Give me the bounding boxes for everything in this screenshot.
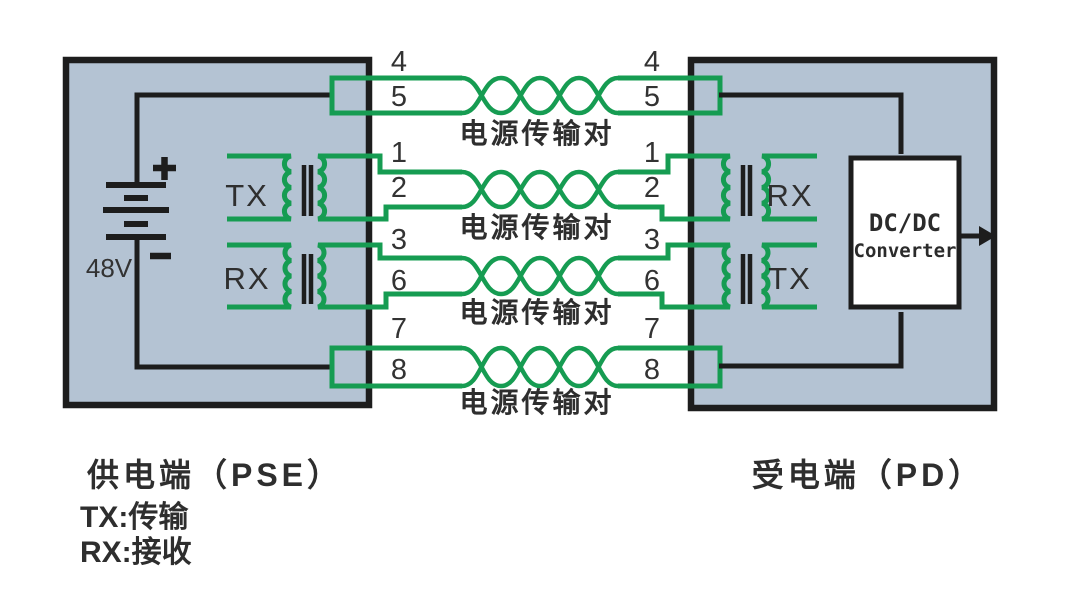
twist-strand	[461, 255, 619, 297]
pin-label-right-3: 3	[644, 224, 660, 256]
transformer-line-coil	[618, 153, 731, 222]
transformer-line-coil	[618, 242, 731, 310]
transformer-secondary-coil	[317, 242, 462, 310]
transformer-secondary-coil	[317, 153, 462, 222]
twist-strand	[461, 169, 619, 210]
pair-label-3-6: 电源传输对	[459, 296, 614, 328]
twist-strand	[461, 345, 619, 389]
twisted-pair-7-8	[461, 345, 619, 389]
pse-box	[62, 56, 373, 409]
legend-tx-meaning: TX:传输	[80, 501, 189, 534]
pin-label-right-4: 4	[644, 46, 660, 78]
pin-label-left-1: 1	[391, 137, 407, 169]
pse-connector-pins-4-5	[329, 75, 462, 116]
pd-rx-label: RX	[766, 178, 813, 213]
twist-strand	[461, 255, 619, 297]
pd-power-wire-bottom	[719, 312, 904, 369]
battery-plus-icon	[153, 157, 176, 180]
twist-strand	[461, 75, 619, 116]
twist-strand	[461, 75, 619, 116]
dcdc-label-line2: Converter	[854, 240, 957, 262]
pse-tx-label: TX	[225, 178, 269, 213]
dcdc-converter-box	[848, 155, 962, 310]
pin-label-right-6: 6	[644, 265, 660, 297]
legend-rx-meaning: RX:接收	[80, 536, 192, 569]
twist-strand	[461, 345, 619, 389]
dcdc-label-line1: DC/DC	[869, 209, 941, 237]
twist-strand	[461, 169, 619, 210]
pse-rx-transformer: RX	[223, 242, 462, 310]
dcdc-output-arrow-icon	[979, 226, 996, 246]
pd-tx-label: TX	[768, 261, 812, 296]
pin-label-right-8: 8	[644, 354, 660, 386]
battery-48v: 48V	[86, 92, 333, 370]
twisted-pair-4-5	[461, 75, 619, 116]
pse-caption: 供电端（PSE）	[87, 457, 343, 493]
pin-label-left-6: 6	[391, 265, 407, 297]
pse-connector-pins-7-8	[329, 345, 462, 389]
pd-tx-transformer: TX	[618, 242, 817, 310]
pin-label-left-7: 7	[391, 313, 407, 345]
pin-label-left-4: 4	[391, 46, 407, 78]
transformer-device-coil	[761, 242, 817, 310]
pin-label-left-5: 5	[391, 81, 407, 113]
pse-tx-transformer: TX	[225, 153, 462, 222]
twisted-pair-1-2	[461, 169, 619, 210]
pse-rx-label: RX	[223, 261, 270, 296]
transformer-primary-coil	[227, 242, 292, 310]
pin-label-right-5: 5	[644, 81, 660, 113]
pd-rx-transformer: RX	[618, 153, 817, 222]
pin-label-left-8: 8	[391, 354, 407, 386]
pin-label-left-3: 3	[391, 224, 407, 256]
transformer-primary-coil	[227, 153, 292, 222]
pin-label-left-2: 2	[391, 172, 407, 204]
battery-positive-wire	[134, 92, 333, 184]
battery-negative-wire	[134, 236, 333, 370]
pin-label-right-2: 2	[644, 172, 660, 204]
dcdc-converter: DC/DC Converter	[848, 155, 996, 310]
pair-label-7-8: 电源传输对	[459, 386, 614, 418]
pin-label-right-7: 7	[644, 313, 660, 345]
pair-label-4-5: 电源传输对	[459, 117, 614, 149]
transformer-device-coil	[761, 153, 817, 222]
battery-voltage-label: 48V	[86, 253, 133, 283]
twisted-pair-3-6	[461, 255, 619, 297]
pd-caption: 受电端（PD）	[752, 457, 984, 493]
pin-label-right-1: 1	[644, 137, 660, 169]
pair-label-1-2: 电源传输对	[459, 211, 614, 243]
pd-power-wire-top	[719, 92, 904, 154]
